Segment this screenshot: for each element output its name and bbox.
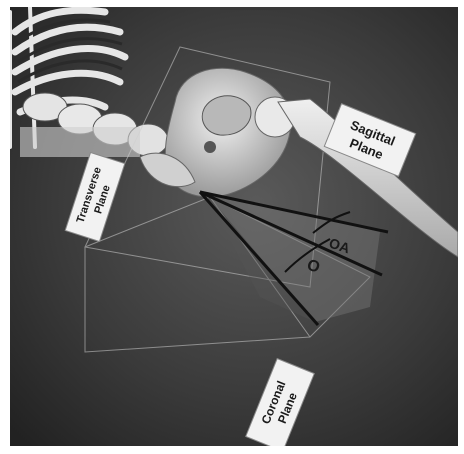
pelvis-hip-planes-photo: OA O Sagittal Plane Transverse Plane Cor… <box>10 7 458 446</box>
